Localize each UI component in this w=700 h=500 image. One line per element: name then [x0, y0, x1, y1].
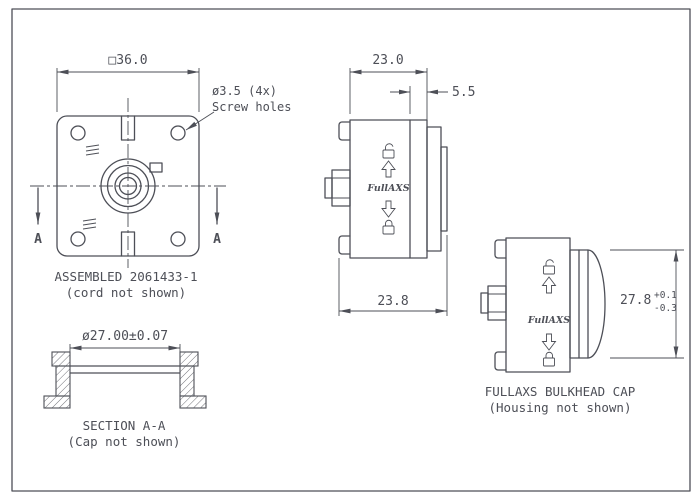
mounting-slots: [120, 115, 136, 257]
lock-icon: [543, 351, 555, 367]
cap-foot-left: [43, 395, 71, 409]
dim-tolerance-lower: -0.3: [654, 303, 677, 314]
dim-extension-lines: [56, 68, 200, 112]
connector-boss-outer: [100, 158, 156, 214]
latch-detail: [149, 162, 163, 173]
arrow-down-icon: [381, 200, 396, 218]
connector-body: [487, 285, 507, 321]
dim-extension-lines: [349, 68, 428, 121]
unlock-body: [543, 265, 555, 275]
mount-ear-bottom: [494, 351, 507, 371]
arrow-up-icon: [381, 160, 396, 178]
connector-pin: [118, 176, 138, 196]
screw-note-line2: Screw holes: [212, 100, 291, 114]
mount-ear-bottom: [338, 235, 351, 255]
cap-wall-right: [179, 365, 195, 397]
lock-body: [543, 357, 555, 367]
brand-text: FullAXS: [527, 315, 570, 326]
screw-note-line1: ø3.5 (4x): [212, 84, 277, 98]
unlock-icon: [382, 143, 395, 159]
lock-icon: [382, 219, 395, 235]
cap-wall-left: [55, 365, 71, 397]
cap-membrane: [69, 365, 181, 374]
dim-tolerance-upper: +0.1: [654, 290, 677, 301]
logo-mark: [82, 218, 97, 230]
dim-text-length: 23.0: [372, 53, 403, 68]
lock-shackle: [545, 351, 553, 358]
drawing-frame: [11, 8, 691, 492]
connector-tip: [324, 177, 333, 199]
flange: [426, 126, 442, 252]
cap-flange-left: [51, 351, 71, 367]
dim-text-width: □36.0: [108, 53, 147, 68]
lock-shackle: [385, 219, 393, 226]
arrow-up-icon: [541, 276, 557, 294]
view-housing-side: FullAXS 23.0 5.5 23.8: [324, 53, 475, 316]
screw-hole: [70, 231, 86, 247]
connector-bore: [114, 172, 142, 200]
connector-ring: [106, 164, 150, 208]
unlock-icon: [543, 259, 555, 275]
view-section-aa: ø27.00±0.07 SECTION A-A (Cap not shown): [43, 329, 207, 449]
view-caption-line2: (cord not shown): [66, 285, 186, 300]
section-letter-right: A: [213, 232, 221, 247]
brand-text: FullAXS: [366, 183, 409, 194]
screw-note-leader: [185, 111, 215, 131]
mount-ear-top: [494, 239, 507, 259]
screw-hole: [170, 231, 186, 247]
dim-arrow: [427, 89, 438, 95]
screw-hole: [70, 125, 86, 141]
dim-arrow: [399, 89, 410, 95]
view-bulkhead-cap: FullAXS 27.8 +0.1 -0.3 FULLAXS BULKHEAD …: [480, 237, 684, 415]
view-caption-line1: ASSEMBLED 2061433-1: [55, 269, 198, 284]
screw-hole: [170, 125, 186, 141]
unlock-shackle: [385, 143, 394, 150]
connector-detail: [332, 177, 350, 199]
connector-detail: [488, 293, 506, 313]
connector-body: [331, 169, 351, 207]
view-caption-line1: SECTION A-A: [83, 418, 166, 433]
cap-flange-right: [179, 351, 199, 367]
dim-text-diameter: ø27.00±0.07: [82, 329, 168, 344]
dim-extension-lines-bottom: [338, 235, 448, 316]
arrow-down-icon: [541, 333, 557, 351]
dim-text-height: 27.8: [620, 293, 651, 308]
dim-extension-lines: [69, 344, 181, 354]
view-caption-line1: FULLAXS BULKHEAD CAP: [485, 384, 636, 399]
section-letter-left: A: [34, 232, 42, 247]
centerlines: [30, 98, 226, 268]
view-assembled-front: □36.0 ø3.5 (4x) Screw holes A A ASSEMBLE…: [30, 53, 291, 300]
dim-extension-lines: [610, 249, 684, 359]
dim-text-overall: 23.8: [377, 294, 408, 309]
logo-mark: [85, 144, 100, 156]
dim-text-flange: 5.5: [452, 85, 475, 100]
connector-tip: [480, 292, 489, 314]
unlock-shackle: [545, 259, 554, 266]
view-caption-line2: (Cap not shown): [68, 434, 181, 449]
cap-body: [505, 237, 571, 373]
view-caption-line2: (Housing not shown): [489, 400, 632, 415]
lock-body: [382, 225, 395, 235]
mount-ear-top: [338, 121, 351, 141]
end-ring: [440, 146, 448, 232]
cap-barrel: [569, 249, 606, 359]
cap-foot-right: [179, 395, 207, 409]
housing-plate-outline: [56, 115, 200, 257]
unlock-body: [382, 149, 395, 159]
